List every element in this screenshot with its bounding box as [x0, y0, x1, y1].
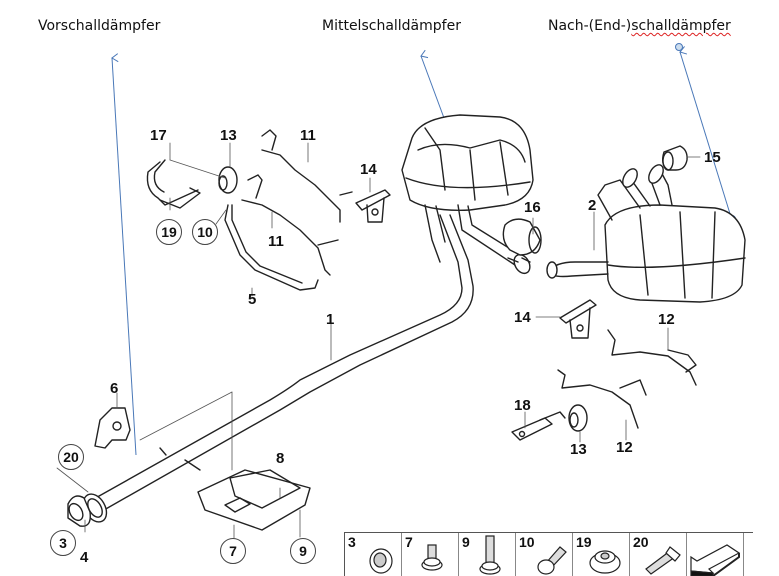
cap-nut-icon	[589, 550, 621, 574]
label-part-18: 18	[514, 397, 531, 414]
label-part-5: 5	[248, 291, 257, 308]
header-pre-muffler: Vorschalldämpfer	[38, 18, 161, 34]
stud-bolt-icon	[645, 546, 681, 575]
legend-cell-arrow	[687, 533, 744, 576]
rubber-mount-13-right	[568, 404, 588, 432]
label-part-16: 16	[524, 199, 541, 216]
label-part-1: 1	[326, 311, 335, 328]
pre-muffler-pointer	[111, 53, 137, 456]
legend-num: 3	[348, 534, 356, 550]
circled-label-10: 10	[192, 219, 218, 245]
legend-cell-9: 9	[459, 533, 516, 576]
circled-label-7: 7	[220, 538, 246, 564]
header-rear-muffler: Nach-(End-)schalldämpfer	[548, 18, 731, 34]
label-part-17: 17	[150, 127, 167, 144]
rear-muffler-pointer	[679, 46, 732, 218]
gasket-4	[67, 495, 91, 527]
label-part-14-top: 14	[360, 161, 377, 178]
label-part-2: 2	[588, 197, 597, 214]
header-middle-muffler: Mittelschalldämpfer	[322, 18, 461, 34]
legend-cell-20: 20	[630, 533, 687, 576]
label-part-11-top: 11	[300, 127, 316, 144]
hanger-11-top	[261, 129, 353, 223]
rear-muffler-2	[546, 164, 746, 303]
bracket-14-top	[355, 189, 391, 223]
legend-cell-7: 7	[402, 533, 459, 576]
legend-num: 7	[405, 534, 413, 550]
legend-cell-3: 3	[345, 533, 402, 576]
middle-muffler-pointer	[420, 49, 445, 119]
legend-cell-19: 19	[573, 533, 630, 576]
fastener-legend: 3 7 9 10 19 20	[344, 532, 753, 576]
label-part-13-left: 13	[220, 127, 237, 144]
legend-num: 10	[519, 534, 535, 550]
label-part-8: 8	[276, 450, 285, 467]
hanger-6	[94, 407, 131, 449]
circled-label-19: 19	[156, 219, 182, 245]
short-collar-bolt-icon	[421, 544, 443, 571]
flange-nut-icon	[369, 548, 393, 574]
label-part-6: 6	[110, 380, 119, 397]
legend-num: 9	[462, 534, 470, 550]
hanger-12-top	[607, 329, 697, 386]
label-part-15: 15	[704, 149, 721, 166]
label-part-13-right: 13	[570, 441, 587, 458]
circled-label-9: 9	[290, 538, 316, 564]
circled-label-3: 3	[50, 530, 76, 556]
header-rear-prefix: Nach-(End-)	[548, 18, 632, 34]
header-rear-suffix: schalldämpfer	[631, 18, 731, 34]
angled-bolt-icon	[537, 546, 567, 575]
rear-pointer-dot-top	[675, 43, 683, 51]
clamp-16	[502, 218, 542, 263]
rubber-mount-13-left	[218, 166, 238, 194]
legend-cell-10: 10	[516, 533, 573, 576]
label-part-12-top: 12	[658, 311, 675, 328]
label-part-11-bottom: 11	[268, 233, 284, 250]
sleeve-15	[661, 145, 688, 171]
heat-shield-8	[197, 469, 311, 531]
legend-num: 19	[576, 534, 592, 550]
label-part-12-bottom: 12	[616, 439, 633, 456]
forward-arrow-icon	[690, 544, 741, 576]
label-part-14-right: 14	[514, 309, 531, 326]
bolt-near-pipe	[159, 447, 201, 471]
circled-label-20: 20	[58, 444, 84, 470]
long-collar-bolt-icon	[479, 535, 501, 575]
hanger-12-bottom	[557, 369, 647, 429]
bracket-14-right	[559, 299, 597, 339]
label-part-4: 4	[80, 549, 89, 566]
legend-num: 20	[633, 534, 649, 550]
bracket-18	[511, 411, 566, 441]
hanger-11-bottom	[241, 174, 339, 276]
strap-5	[224, 204, 319, 291]
